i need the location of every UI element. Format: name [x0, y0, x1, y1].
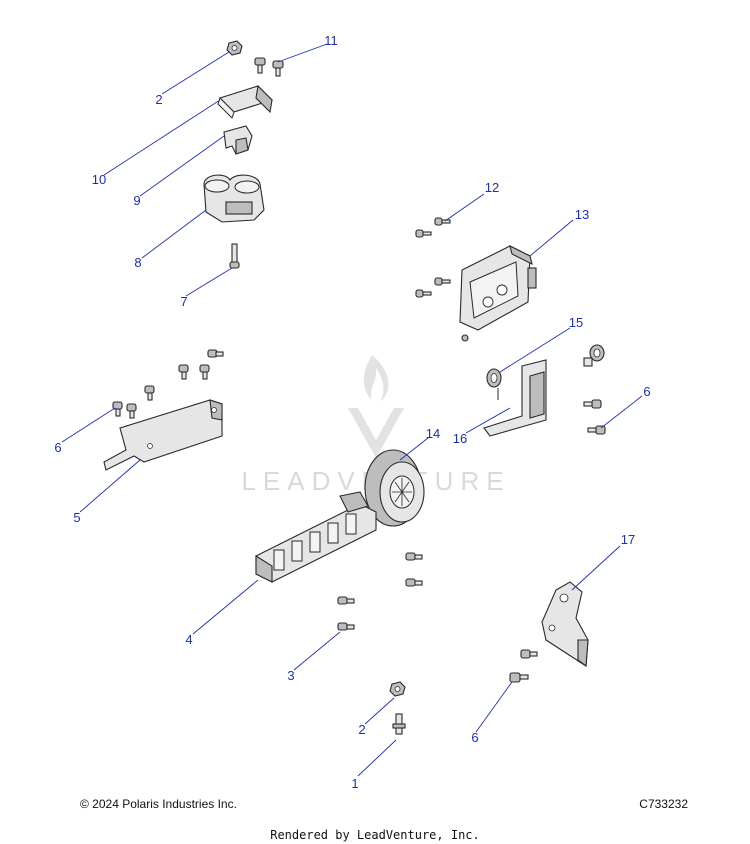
part-4-fuse-bar: [255, 491, 377, 583]
part-14-horn: [364, 449, 425, 527]
callout-2-top: 2: [155, 92, 162, 107]
callout-8: 8: [134, 255, 141, 270]
rendered-by-text: Rendered by LeadVenture, Inc.: [270, 828, 480, 842]
callout-14: 14: [426, 426, 440, 441]
part-12-bolts: [415, 217, 451, 298]
callout-4: 4: [185, 632, 192, 647]
part-1-stud: [392, 713, 406, 735]
callout-3: 3: [287, 668, 294, 683]
callout-9: 9: [133, 193, 140, 208]
callout-1: 1: [351, 776, 358, 791]
part-6-bolts-right: [583, 399, 606, 435]
part-5-bracket: [103, 399, 223, 471]
part-16-bracket: [483, 359, 547, 437]
part-9-clip: [223, 125, 253, 155]
callout-labels: 1 2 2 3 4 5 6 6 6 7 8 9 10 11 12 13 14 1…: [54, 33, 650, 791]
callout-6-left: 6: [54, 440, 61, 455]
callout-5: 5: [73, 510, 80, 525]
callout-11: 11: [324, 33, 338, 48]
part-13-ecu: [459, 244, 537, 342]
part-2-nut-lower: [389, 681, 406, 697]
callout-6-lower: 6: [471, 730, 478, 745]
part-15-connector: [486, 344, 605, 400]
copyright-text: © 2024 Polaris Industries Inc.: [80, 797, 237, 811]
diagram-code: C733232: [639, 797, 688, 811]
part-3-bolts: [337, 552, 423, 631]
callout-2-lower: 2: [358, 722, 365, 737]
part-17-bracket: [541, 581, 589, 668]
callout-10: 10: [92, 172, 106, 187]
callout-13: 13: [575, 207, 589, 222]
part-11-bolts: [254, 57, 284, 77]
part-6-bolts-left: [112, 349, 224, 419]
callout-12: 12: [485, 180, 499, 195]
leader-lines: [61, 43, 643, 777]
part-8-block: [203, 174, 265, 223]
part-7-bolt: [229, 243, 240, 269]
callout-16: 16: [453, 431, 467, 446]
callout-7: 7: [180, 294, 187, 309]
part-6-bolts-lower: [509, 649, 538, 683]
part-10-bracket: [217, 84, 274, 119]
callout-15: 15: [569, 315, 583, 330]
callout-17: 17: [621, 532, 635, 547]
callout-6-right: 6: [643, 384, 650, 399]
part-2-nut-top: [226, 40, 243, 56]
